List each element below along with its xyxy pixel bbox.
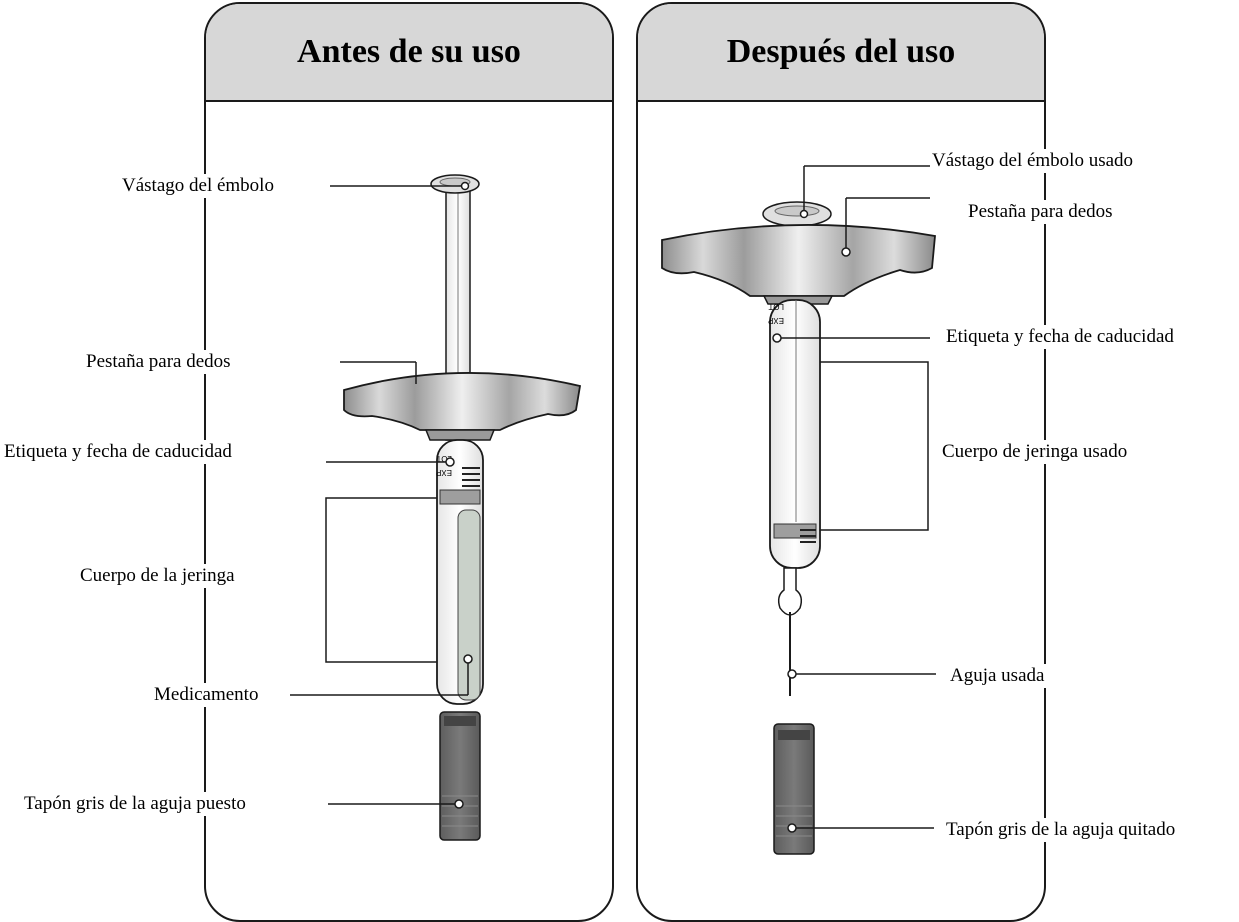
label-needle-cap-before: Tapón gris de la aguja puesto [22,792,248,816]
lot-marking: LOT [436,454,452,463]
panel-title-before: Antes de su uso [206,4,612,102]
label-syringe-body-before: Cuerpo de la jeringa [78,564,237,588]
label-syringe-body-after: Cuerpo de jeringa usado [940,440,1130,464]
label-plunger-before: Vástago del émbolo [120,174,276,198]
exp-marking-after: EXP [768,316,784,325]
panel-title-after: Después del uso [638,4,1044,102]
label-expiry-after: Etiqueta y fecha de caducidad [944,325,1176,349]
label-finger-flange-before: Pestaña para dedos [84,350,233,374]
label-needle-cap-after: Tapón gris de la aguja quitado [944,818,1178,842]
panel-before-use: Antes de su uso [204,2,614,922]
label-medicine: Medicamento [152,683,261,707]
label-finger-flange-after: Pestaña para dedos [966,200,1115,224]
syringe-before: LOT EXP [343,174,582,841]
leader-lines-before [290,181,473,809]
label-expiry-before: Etiqueta y fecha de caducidad [2,440,234,464]
lot-marking-after: LOT [768,302,784,311]
label-plunger-after: Vástago del émbolo usado [930,149,1136,173]
leader-lines-after [772,165,936,833]
exp-marking: EXP [436,468,452,477]
label-needle-after: Aguja usada [948,664,1047,688]
syringe-after: LOT EXP [661,201,936,855]
